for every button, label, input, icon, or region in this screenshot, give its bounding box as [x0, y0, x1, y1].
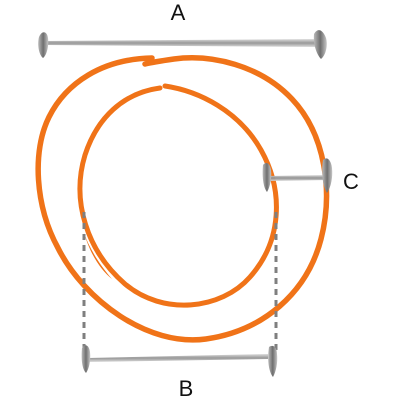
dimension-a-line — [46, 39, 318, 47]
dimension-b-right-cap — [268, 345, 278, 377]
inner-ring-stroke — [77, 83, 279, 308]
dimension-a-right-cap — [313, 30, 327, 59]
dimension-a: A — [38, 0, 327, 59]
dimension-c-line — [268, 175, 328, 181]
dimension-c-right-cap — [322, 158, 333, 193]
outer-ring-stroke — [35, 55, 330, 343]
dashed-guides — [82, 212, 278, 354]
dimension-c: C — [262, 158, 359, 194]
label-c: C — [343, 169, 359, 194]
dimension-c-left-cap — [262, 162, 272, 192]
dimension-b: B — [81, 345, 278, 400]
label-a: A — [171, 0, 186, 25]
dimension-b-line — [88, 354, 268, 362]
dimension-b-left-cap — [81, 345, 91, 373]
outer-ring — [35, 55, 330, 343]
label-b: B — [179, 376, 194, 400]
dimension-a-left-cap — [38, 32, 49, 58]
inner-ring — [77, 83, 279, 308]
